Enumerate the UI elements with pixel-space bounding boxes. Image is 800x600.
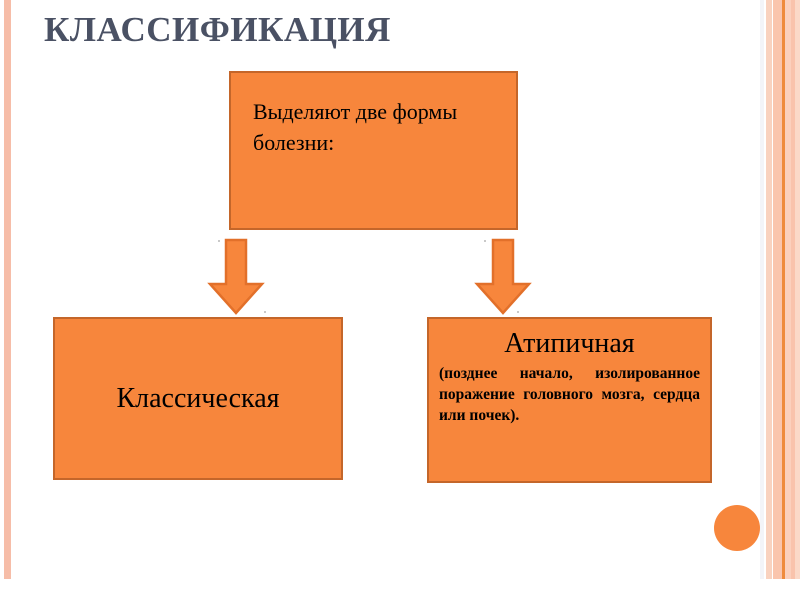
handle-tick-2 xyxy=(264,311,266,313)
diagram-branch-classic-heading: Классическая xyxy=(116,382,280,414)
arrow-to-atypical-icon xyxy=(474,238,532,315)
diagram-branch-atypical-body: (позднее начало, изолированное поражение… xyxy=(439,365,700,424)
right-edge-stripe-7 xyxy=(795,0,800,579)
arrow-to-classic-icon xyxy=(207,238,265,315)
right-edge-stripe-5 xyxy=(785,0,791,579)
slide-title: КЛАССИФИКАЦИЯ xyxy=(44,10,391,49)
right-edge-stripe-1 xyxy=(760,0,764,579)
right-edge-stripe-3 xyxy=(773,0,782,579)
orange-circle-decoration xyxy=(714,505,760,551)
left-edge-stripe xyxy=(4,0,11,579)
diagram-branch-atypical-heading: Атипичная xyxy=(504,328,635,359)
diagram-root-box: Выделяют две формы болезни: xyxy=(229,71,518,230)
handle-tick-4 xyxy=(517,311,519,313)
diagram-root-box-text: Выделяют две формы болезни: xyxy=(253,99,458,155)
diagram-branch-classic-box: Классическая xyxy=(53,317,343,480)
handle-tick-1 xyxy=(218,240,220,242)
diagram-branch-atypical-box: Атипичная (позднее начало, изолированное… xyxy=(427,317,712,483)
right-edge-stripe-2 xyxy=(766,0,772,579)
right-edge-stripe-6 xyxy=(791,0,795,579)
right-edge-stripe-4 xyxy=(782,0,785,579)
handle-tick-3 xyxy=(484,240,486,242)
